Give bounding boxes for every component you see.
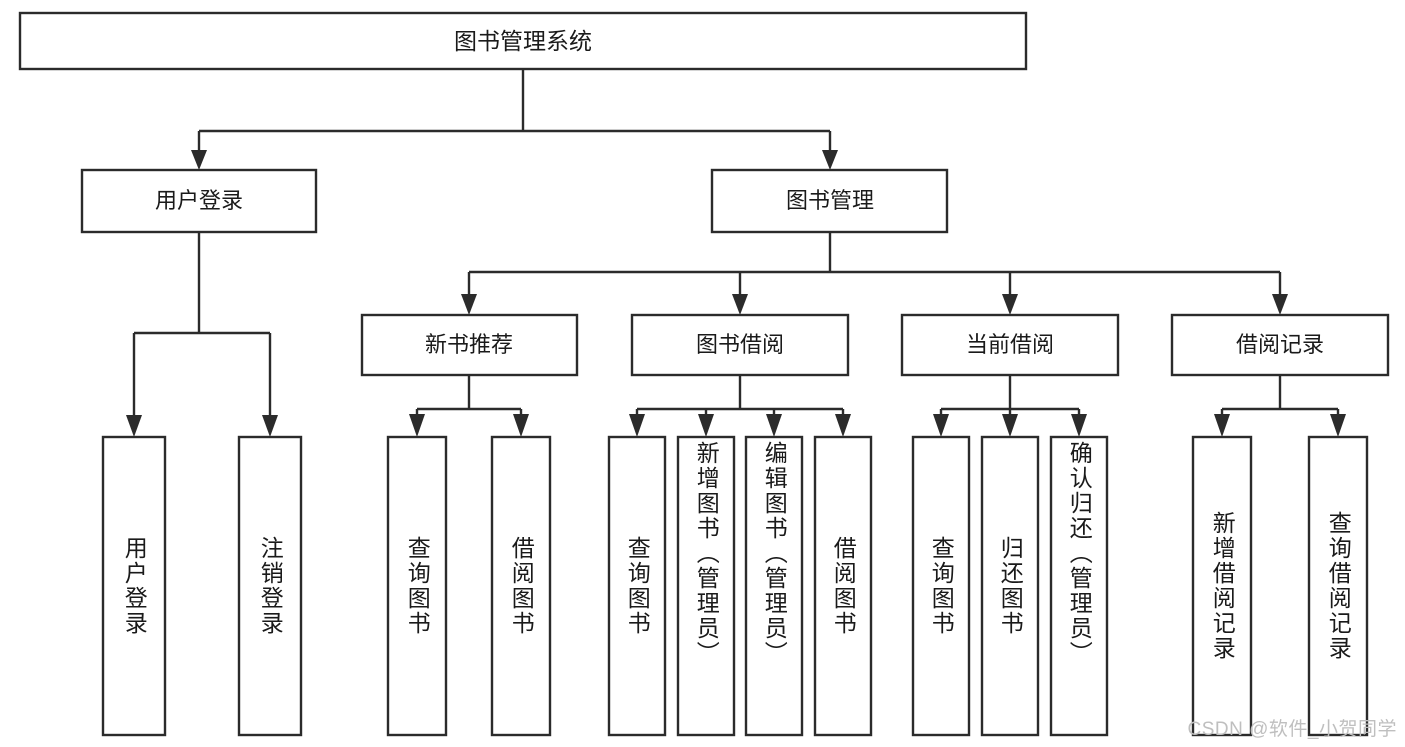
- arrow-head-leaf-query-book-1: [409, 414, 425, 437]
- node-current-borrow[interactable]: 当前借阅: [900, 313, 1120, 377]
- watermark-text: CSDN @软件_小贺同学: [1187, 719, 1397, 740]
- node-user-login-box[interactable]: [80, 168, 318, 234]
- node-book-borrow-box[interactable]: [630, 313, 850, 377]
- arrow-head-book-borrow: [732, 294, 748, 315]
- leaf-box-borrow-book-1[interactable]: [490, 435, 552, 737]
- arrow-head-leaf-borrow-book-2: [835, 414, 851, 437]
- node-book-borrow-label: 图书借阅: [696, 332, 784, 357]
- node-book-manage-box[interactable]: [710, 168, 949, 234]
- leaf-box-edit-book[interactable]: [744, 435, 804, 737]
- node-current-borrow-box[interactable]: [900, 313, 1120, 377]
- leaf-box-borrow-book-2[interactable]: [813, 435, 873, 737]
- arrow-head-leaf-add-record: [1214, 414, 1230, 437]
- node-root[interactable]: 图书管理系统: [18, 11, 1028, 71]
- node-user-login-label: 用户登录: [155, 188, 243, 213]
- node-book-manage-label: 图书管理: [786, 188, 874, 213]
- node-current-borrow-label: 当前借阅: [966, 332, 1054, 357]
- arrow-head-current-borrow: [1002, 294, 1018, 315]
- leaf-box-query-record[interactable]: [1307, 435, 1369, 737]
- arrow-head-leaf-logout: [262, 415, 278, 437]
- leaf-box-query-book-2[interactable]: [607, 435, 667, 737]
- leaf-box-user-login[interactable]: [101, 435, 167, 737]
- arrow-head-leaf-return-book: [1002, 414, 1018, 437]
- arrow-head-leaf-user-login: [126, 415, 142, 437]
- arrow-head-borrow-record: [1272, 294, 1288, 315]
- node-book-manage[interactable]: 图书管理: [710, 168, 949, 234]
- arrow-head-new-book: [461, 294, 477, 315]
- leaf-box-logout[interactable]: [237, 435, 303, 737]
- node-new-book-recommend-box[interactable]: [360, 313, 579, 377]
- leaf-box-return-book[interactable]: [980, 435, 1040, 737]
- connector-group: [126, 69, 1346, 437]
- arrow-head-leaf-query-book-3: [933, 414, 949, 437]
- node-borrow-record-box[interactable]: [1170, 313, 1390, 377]
- node-root-box[interactable]: [18, 11, 1028, 71]
- arrow-head-leaf-borrow-book-1: [513, 414, 529, 437]
- node-new-book-recommend[interactable]: 新书推荐: [360, 313, 579, 377]
- leaf-box-add-book[interactable]: [676, 435, 736, 737]
- arrow-head-leaf-query-record: [1330, 414, 1346, 437]
- leaf-box-query-book-1[interactable]: [386, 435, 448, 737]
- node-root-label: 图书管理系统: [454, 28, 592, 54]
- node-borrow-record-label: 借阅记录: [1236, 332, 1324, 357]
- node-borrow-record[interactable]: 借阅记录: [1170, 313, 1390, 377]
- arrow-head-leaf-query-book-2: [629, 414, 645, 437]
- node-new-book-recommend-label: 新书推荐: [425, 332, 513, 357]
- arrow-head-user-login: [191, 150, 207, 170]
- arrow-head-book-manage: [822, 150, 838, 170]
- arrow-head-leaf-edit-book: [766, 414, 782, 437]
- leaf-box-add-record[interactable]: [1191, 435, 1253, 737]
- arrow-head-leaf-add-book: [698, 414, 714, 437]
- arrow-head-leaf-confirm-return: [1071, 414, 1087, 437]
- node-user-login[interactable]: 用户登录: [80, 168, 318, 234]
- leaf-box-query-book-3[interactable]: [911, 435, 971, 737]
- leaf-box-confirm-return[interactable]: [1049, 435, 1109, 737]
- node-book-borrow[interactable]: 图书借阅: [630, 313, 850, 377]
